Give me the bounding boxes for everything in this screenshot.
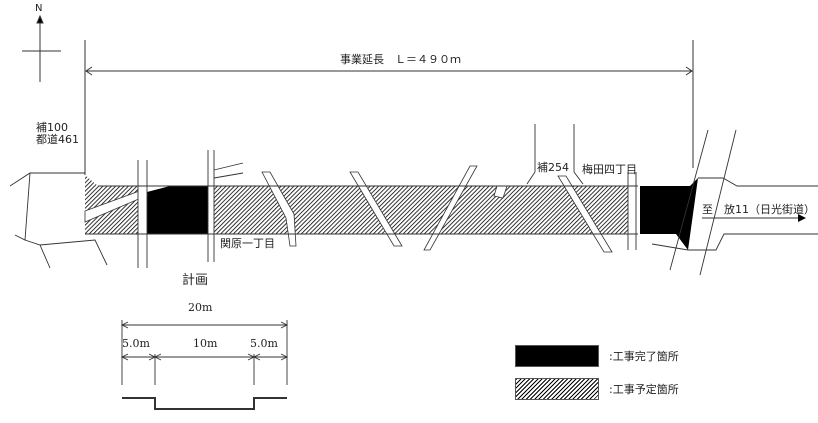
road-outlines: [9, 124, 818, 276]
roadway-label: 10m: [193, 337, 218, 350]
west-road-label-1: 補100: [36, 121, 68, 134]
legend-planned-swatch: [515, 378, 599, 400]
legend-planned-label: :工事予定箇所: [609, 383, 679, 396]
project-length-label: 事業延長 Ｌ＝４９０ｍ: [340, 53, 461, 66]
destination-arrow-icon: [702, 214, 806, 222]
right-sidewalk-label: 5.0m: [250, 337, 278, 350]
legend-completed-swatch: [515, 345, 599, 367]
compass-label: N: [35, 3, 43, 14]
project-length-dimension: [84, 40, 694, 175]
destination-label: 至 放11（日光街道）: [702, 203, 815, 216]
legend-completed-label: :工事完了箇所: [609, 350, 679, 363]
sekibara-label: 関原一丁目: [220, 237, 275, 250]
ho254-label: 補254: [537, 161, 569, 174]
north-arrow-icon: [22, 14, 61, 82]
left-sidewalk-label: 5.0m: [122, 337, 150, 350]
cross-section-title: 計画: [182, 273, 209, 288]
west-road-label-2: 都道461: [36, 133, 79, 146]
completed-section: [147, 178, 698, 250]
cross-roads: [84, 150, 636, 262]
total-width-label: 20m: [188, 301, 213, 314]
cross-section-diagram: [120, 320, 289, 410]
umeda-label: 梅田四丁目: [582, 163, 637, 176]
